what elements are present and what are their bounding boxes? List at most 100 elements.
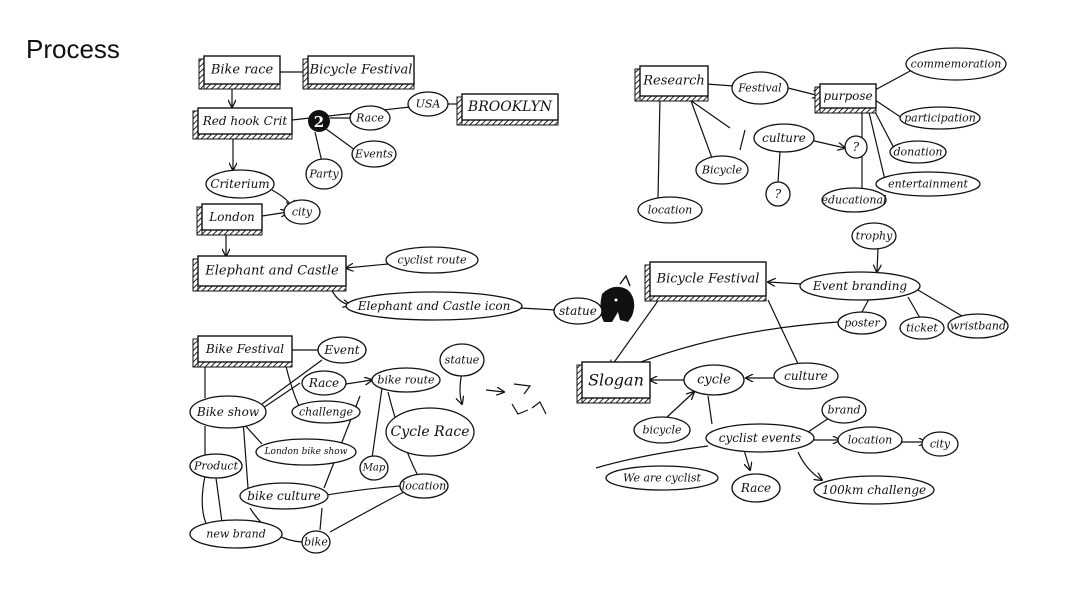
challenge-label: challenge xyxy=(299,406,353,419)
ellipse-node-festival: Festival xyxy=(731,71,789,105)
box-node-red-hook-crit: Red hook Crit xyxy=(192,107,293,140)
usa-label: USA xyxy=(416,98,441,111)
ellipse-node-donation: donation xyxy=(889,140,947,164)
ticket-label: ticket xyxy=(906,322,938,335)
ellipse-node-map: Map xyxy=(359,455,389,481)
location-top-label: location xyxy=(648,204,693,217)
statue-bl-label: statue xyxy=(445,354,480,367)
ellipse-node-educational: educational xyxy=(821,187,887,213)
cyclist-events-label: cyclist events xyxy=(719,431,801,445)
elephant-castle-label: Elephant and Castle xyxy=(204,264,339,279)
ellipse-node-bicycle-r: Bicycle xyxy=(695,155,749,185)
red-hook-crit-label: Red hook Crit xyxy=(202,114,288,128)
race-small-label: Race xyxy=(355,112,384,125)
ellipse-node-party: Party xyxy=(305,158,343,190)
bicycle-br-label: bicycle xyxy=(642,424,682,437)
cycle-label: cycle xyxy=(697,373,731,388)
ellipse-node-usa: USA xyxy=(407,91,449,117)
box-node-brooklyn: BROOKLYN xyxy=(456,93,559,126)
ellipse-node-event-branding: Event branding xyxy=(799,271,921,301)
slogan-label: Slogan xyxy=(588,371,644,390)
ellipse-node-culture-br: culture xyxy=(773,362,839,390)
product-label: Product xyxy=(193,460,239,473)
cycle-race-label: Cycle Race xyxy=(390,424,469,440)
map-label: Map xyxy=(362,463,386,474)
ellipse-node-culture-top: culture xyxy=(753,123,815,153)
box-node-bike-festival-bl: Bike Festival xyxy=(192,335,293,368)
city-br-label: city xyxy=(930,438,951,451)
donation-label: donation xyxy=(894,146,943,159)
commemoration-label: commemoration xyxy=(911,58,1002,71)
box-node-research: Research xyxy=(634,65,709,102)
number-two-badge-icon: 2 xyxy=(308,110,330,132)
bicycle-festival-top-label: Bicycle Festival xyxy=(309,63,413,78)
ellipse-node-bicycle-br: bicycle xyxy=(633,416,691,444)
ellipse-node-participation: participation xyxy=(899,106,981,130)
box-node-purpose: purpose xyxy=(814,83,877,114)
page-heading: Process xyxy=(26,34,120,64)
ellipse-node-location-top: location xyxy=(637,196,703,224)
ellipse-node-bike-culture: bike culture xyxy=(239,482,329,510)
box-node-bicycle-festival-mid: Bicycle Festival xyxy=(644,261,767,302)
ellipse-node-challenge-100km: 100km challenge xyxy=(813,475,935,505)
box-node-slogan: Slogan xyxy=(576,361,651,404)
ellipse-node-race-bl: Race xyxy=(301,370,347,396)
bike-culture-label: bike culture xyxy=(247,489,320,503)
ellipse-node-q1: ? xyxy=(844,135,868,159)
bike-festival-bl-label: Bike Festival xyxy=(205,342,284,356)
research-label: Research xyxy=(642,74,704,89)
trophy-label: trophy xyxy=(856,230,893,243)
party-label: Party xyxy=(308,168,339,181)
ellipse-node-statue-bl: statue xyxy=(439,343,485,377)
ellipse-node-cycle: cycle xyxy=(683,364,745,396)
bicycle-festival-mid-label: Bicycle Festival xyxy=(656,272,760,287)
london-label: London xyxy=(208,210,255,224)
ellipse-node-city-left: city xyxy=(283,199,321,225)
ellipse-node-ticket: ticket xyxy=(899,316,945,340)
ellipse-node-challenge: challenge xyxy=(291,400,361,424)
ec-icon-label: Elephant and Castle icon xyxy=(357,299,511,313)
criterium-label: Criterium xyxy=(210,177,269,191)
location-bl-label: location xyxy=(402,480,447,493)
cyclist-route-label: cyclist route xyxy=(397,254,467,267)
ellipse-node-wristband: wristband xyxy=(947,313,1009,339)
ellipse-node-event: Event xyxy=(317,336,367,364)
box-node-bike-race: Bike race xyxy=(198,55,281,90)
ellipse-node-cyclist-events: cyclist events xyxy=(705,423,815,453)
ellipse-node-poster: poster xyxy=(837,311,887,335)
ellipse-node-we-are-cyclist: We are cyclist xyxy=(605,465,719,491)
ellipse-node-ec-icon: Elephant and Castle icon xyxy=(345,291,523,321)
events-label: Events xyxy=(354,148,393,161)
culture-br-label: culture xyxy=(784,369,828,383)
ellipse-node-location-br: location xyxy=(837,426,903,454)
elephant-statue-icon xyxy=(600,274,635,322)
ellipse-node-city-br: city xyxy=(921,431,959,457)
location-br-label: location xyxy=(848,434,893,447)
ellipse-node-bike: bike xyxy=(301,530,331,554)
festival-label: Festival xyxy=(737,82,782,95)
event-label: Event xyxy=(323,343,359,357)
wristband-label: wristband xyxy=(950,320,1006,333)
bike-show-label: Bike show xyxy=(196,405,260,419)
ellipse-node-statue-mid: statue xyxy=(553,297,603,325)
ellipse-node-product: Product xyxy=(189,453,243,479)
ellipse-node-commemoration: commemoration xyxy=(905,47,1007,81)
event-branding-label: Event branding xyxy=(812,279,908,293)
bike-race-label: Bike race xyxy=(210,63,274,78)
city-left-label: city xyxy=(292,206,313,219)
ellipse-node-brand: brand xyxy=(821,396,867,424)
box-node-bicycle-festival-top: Bicycle Festival xyxy=(302,55,415,90)
new-brand-label: new brand xyxy=(206,528,266,541)
box-node-elephant-castle: Elephant and Castle xyxy=(192,255,347,292)
ellipse-node-race-small: Race xyxy=(349,105,391,131)
statue-mid-label: statue xyxy=(559,304,597,318)
bike-route-label: bike route xyxy=(377,374,435,387)
ellipse-node-bike-show: Bike show xyxy=(189,395,267,429)
race-bl-label: Race xyxy=(308,376,339,390)
purpose-label: purpose xyxy=(823,89,872,103)
educational-label: educational xyxy=(821,194,887,207)
ellipse-node-location-bl: location xyxy=(399,473,449,499)
bike-label: bike xyxy=(304,536,328,549)
